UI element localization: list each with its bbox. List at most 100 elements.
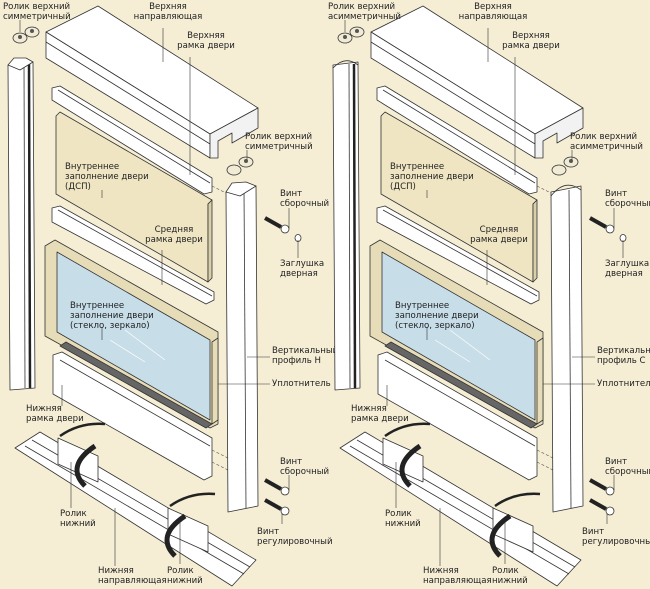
top-frame-body	[51, 85, 213, 195]
label-line: дверная	[280, 269, 318, 279]
label-line: Винт	[280, 457, 302, 467]
assembly-screw-bottom-icon	[264, 478, 290, 496]
label-line: направляющая	[423, 576, 492, 586]
label-line: (ДСП)	[390, 182, 416, 192]
label-line: асимметричный	[570, 142, 643, 152]
label-line: Винт	[280, 189, 302, 199]
label-line: профиль С	[597, 356, 646, 366]
chipboard-fill-panel	[380, 111, 538, 283]
assembly-screw-top-icon	[589, 216, 615, 234]
bottom-guide	[339, 431, 582, 587]
label-line: (стекло, зеркало)	[395, 321, 475, 331]
top-door-frame	[51, 85, 213, 195]
label-line: Заглушка	[280, 259, 324, 269]
top-roller-right-icon	[551, 156, 579, 176]
top-frame-body	[376, 85, 538, 195]
label-line: Вертикальный	[597, 346, 650, 356]
vertical-seal	[536, 337, 544, 425]
label-line: рамка двери	[351, 414, 409, 424]
middle-frame-body	[376, 205, 540, 305]
label-line: Средняя	[480, 225, 519, 235]
right-vertical-profile	[550, 184, 584, 513]
bottom-door-frame	[377, 351, 558, 481]
bottom-roller-left-icon	[382, 422, 431, 488]
label-line: Ролик	[60, 509, 87, 519]
right-profile-body	[225, 185, 259, 513]
label-line: регулировочный	[257, 537, 333, 547]
bottom-guide-body	[14, 431, 257, 587]
adjust-screw-icon	[264, 498, 290, 516]
label-line: симметричный	[245, 142, 313, 152]
label-line: заполнение двери	[65, 172, 149, 182]
adjust-screw-icon	[589, 498, 615, 516]
glass-fill-panel	[369, 239, 544, 429]
label-line: Ролик верхний	[570, 132, 637, 142]
label-line: Верхняя	[474, 2, 512, 12]
label-line: Вертикальный	[272, 346, 338, 356]
label-line: нижний	[385, 519, 421, 529]
glass-fill-panel	[44, 239, 219, 429]
label-line: Внутреннее	[70, 301, 124, 311]
label-line: направляющая	[98, 576, 167, 586]
label-line: направляющая	[459, 12, 528, 22]
label-line: дверная	[605, 269, 643, 279]
label-line: Средняя	[155, 225, 194, 235]
top-roller-left-icon	[12, 26, 40, 44]
label-line: асимметричный	[328, 12, 401, 22]
label-line: симметричный	[3, 12, 71, 22]
label-seal: Уплотнитель	[597, 379, 650, 389]
top-guide	[370, 5, 584, 159]
bottom-frame-body	[377, 351, 538, 481]
vertical-seal	[211, 337, 219, 425]
right-profile-body	[550, 185, 584, 513]
label-line: Заглушка	[605, 259, 649, 269]
chipboard-fill-panel	[55, 111, 213, 283]
label-line: Винт	[257, 527, 279, 537]
label-line: (стекло, зеркало)	[70, 321, 150, 331]
top-door-frame	[376, 85, 538, 195]
label-line: профиль Н	[272, 356, 321, 366]
top-guide	[45, 5, 259, 159]
label-line: рамка двери	[470, 235, 528, 245]
label-line: (ДСП)	[65, 182, 91, 192]
label-line: Внутреннее	[390, 162, 444, 172]
label-line: Ролик верхний	[245, 132, 312, 142]
label-line: заполнение двери	[395, 311, 479, 321]
label-line: регулировочный	[582, 537, 650, 547]
label-seal: Уплотнитель	[272, 379, 331, 389]
label-line: направляющая	[134, 12, 203, 22]
label-line: Верхняя	[512, 31, 550, 41]
label-line: сборочный	[280, 467, 329, 477]
label-line: Ролик верхний	[3, 2, 70, 12]
label-line: Верхняя	[187, 31, 225, 41]
label-line: Ролик	[167, 566, 194, 576]
label-line: рамка двери	[145, 235, 203, 245]
label-line: Нижняя	[423, 566, 459, 576]
left-vertical-profile	[7, 57, 36, 391]
label-line: Ролик	[385, 509, 412, 519]
bottom-frame-body	[52, 351, 213, 481]
label-line: нижний	[492, 576, 528, 586]
bottom-guide-body	[339, 431, 582, 587]
top-roller-left-icon	[337, 26, 365, 44]
top-guide-end	[209, 107, 259, 159]
